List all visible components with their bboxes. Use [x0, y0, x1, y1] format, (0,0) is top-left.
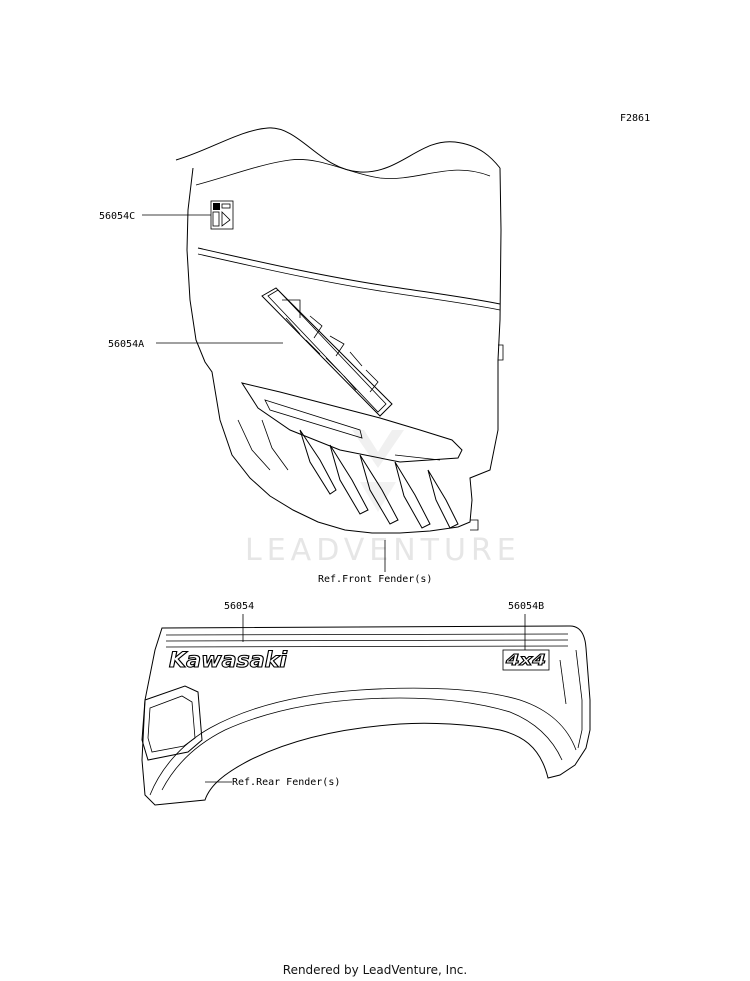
callout-56054b: 56054B	[508, 601, 544, 612]
callout-56054a: 56054A	[108, 339, 144, 350]
figure-code: F2861	[620, 113, 650, 124]
4x4-decal-56054b: 4x4	[502, 649, 550, 671]
footer-credit: Rendered by LeadVenture, Inc.	[282, 963, 468, 977]
kawasaki-text: Kawasaki	[169, 648, 288, 672]
4x4-text: 4x4	[505, 651, 546, 669]
emblem-decal-56054c	[210, 200, 234, 230]
callout-ref-front-fender: Ref.Front Fender(s)	[318, 574, 432, 585]
front-fender	[175, 127, 504, 534]
leader-lines-front	[142, 214, 386, 572]
rear-fender	[141, 625, 591, 806]
watermark: LEADVENTURE	[245, 430, 521, 568]
side-decal-56054a	[261, 287, 393, 417]
callout-ref-rear-fender: Ref.Rear Fender(s)	[232, 777, 340, 788]
kawasaki-decal: Kawasaki	[168, 647, 288, 672]
leader-lines-rear	[205, 614, 526, 783]
callout-56054c: 56054C	[99, 211, 135, 222]
callout-56054: 56054	[224, 601, 254, 612]
watermark-text: LEADVENTURE	[245, 533, 521, 568]
